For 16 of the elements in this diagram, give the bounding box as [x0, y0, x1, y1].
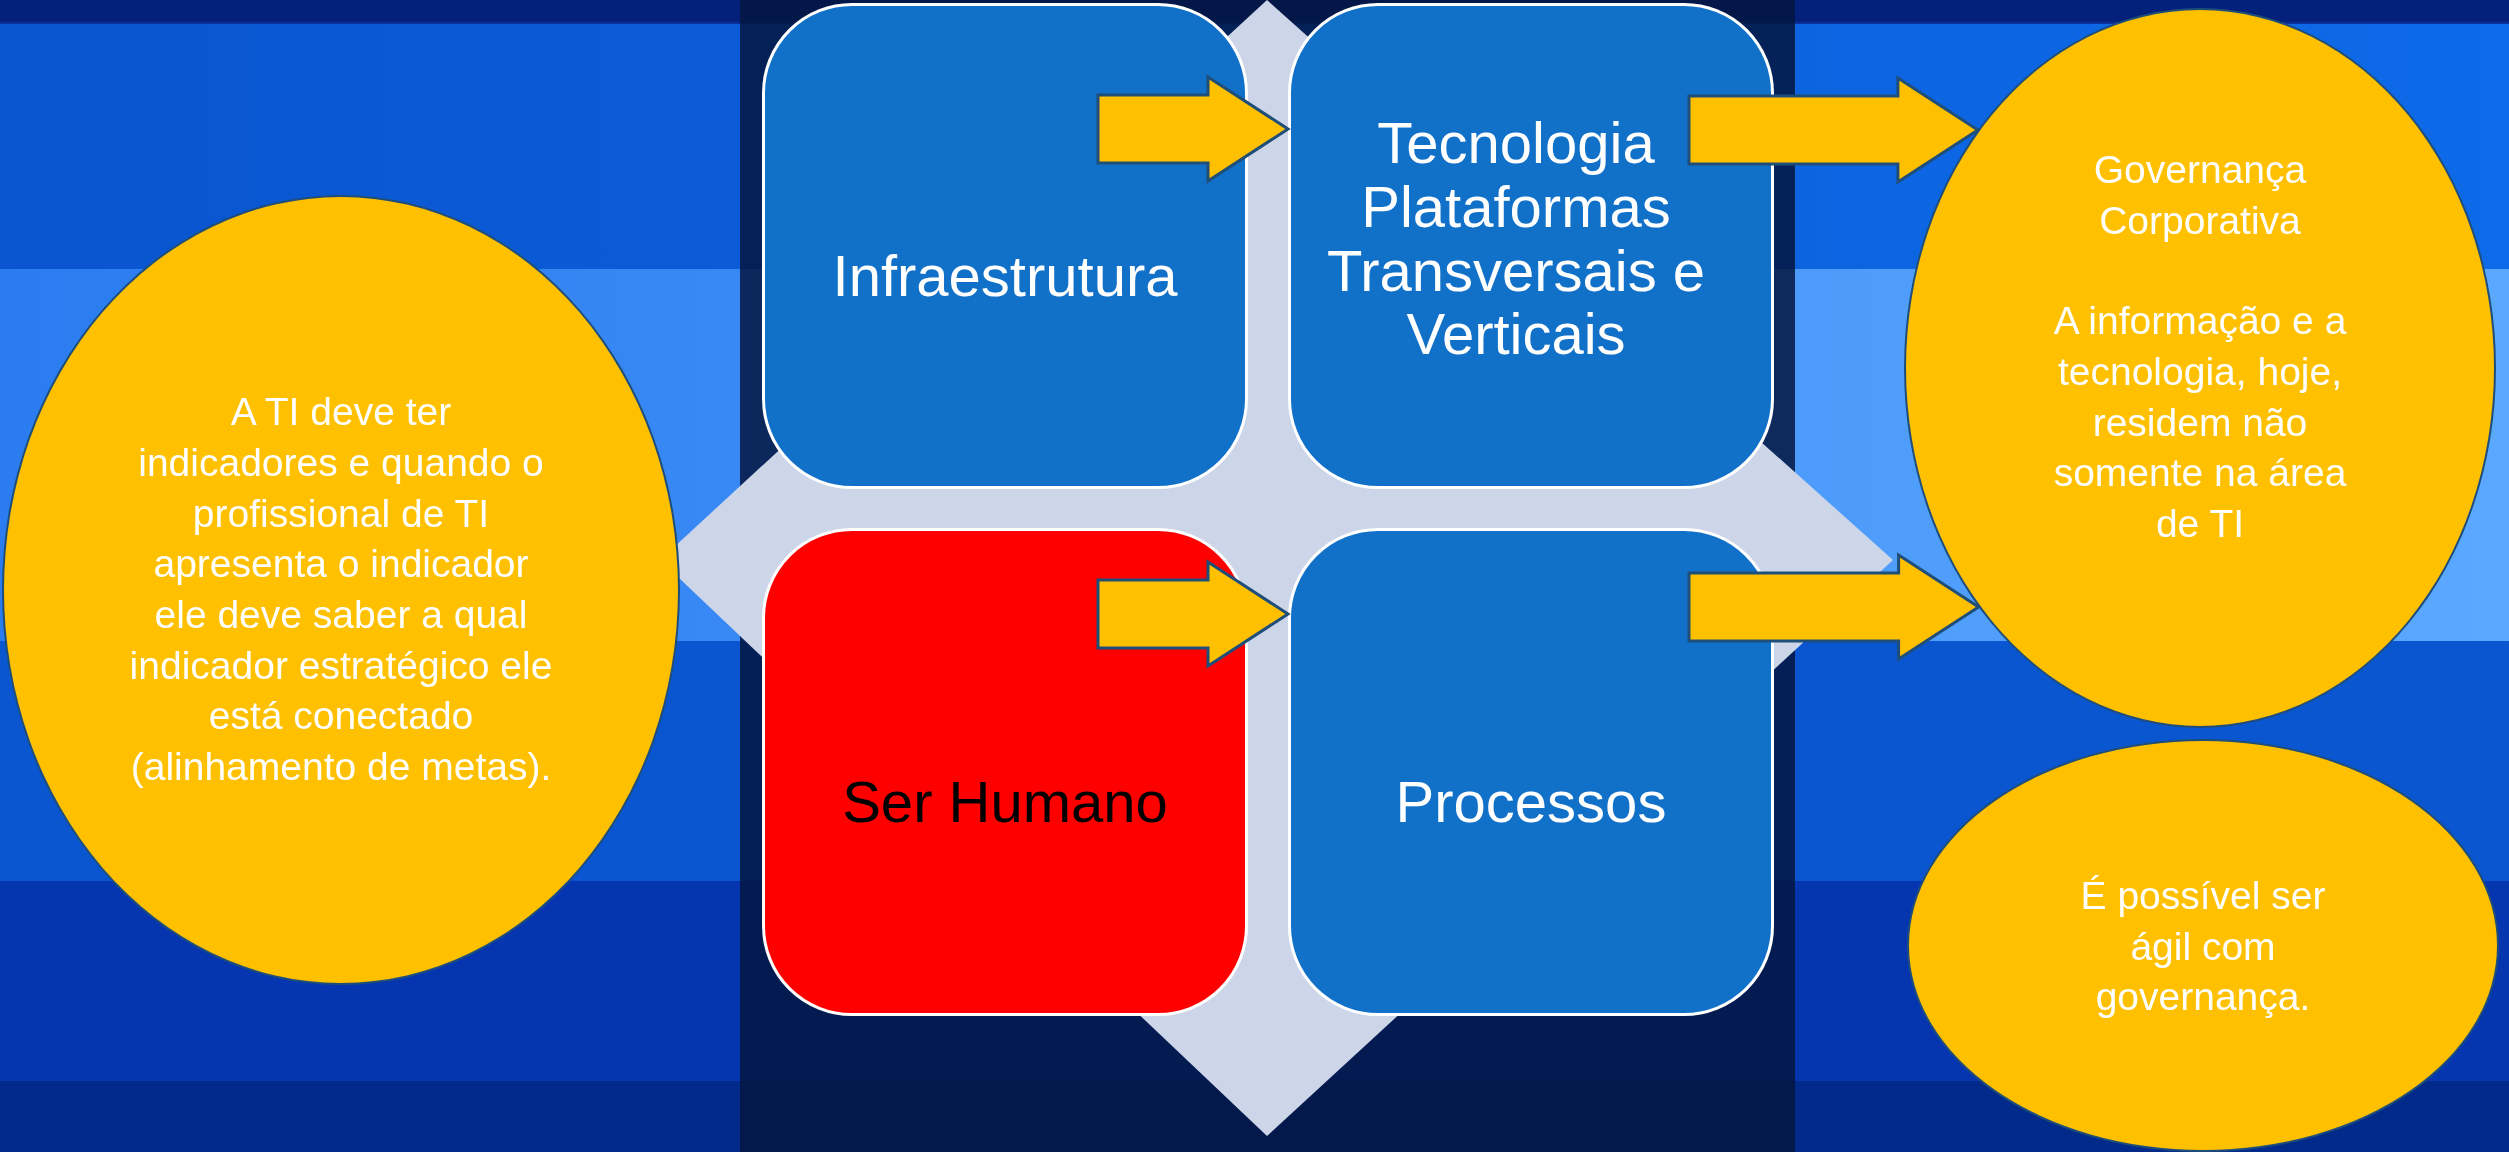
node-text: Ser Humano	[842, 770, 1168, 834]
block-arrow	[1687, 75, 1981, 185]
rounded-box	[1288, 3, 1774, 489]
rounded-box	[762, 3, 1248, 489]
node-text: Governança Corporativa	[2092, 147, 2308, 244]
node-body-text: A informação e a tecnologia, hoje, residem não somente na área de TI	[2052, 298, 2348, 548]
block-arrow	[1687, 552, 1982, 662]
node-text: A TI deve ter indicadores e quando o profissional de TI apresenta o indicador ele deve saber a qual indicador estratégico ele está conectado (alinhamento de metas).	[129, 389, 553, 791]
rounded-box	[762, 528, 1248, 1016]
node-text: Infraestrutura	[832, 244, 1178, 308]
node-text: Tecnologia Plataformas Transversais e Verticais	[1325, 111, 1707, 367]
block-arrow	[1096, 74, 1291, 184]
block-arrow	[1096, 559, 1291, 669]
rounded-box	[1288, 528, 1774, 1016]
node-text: Processos	[1395, 770, 1667, 834]
node-text: É possível ser ágil com governança.	[2079, 873, 2327, 1021]
